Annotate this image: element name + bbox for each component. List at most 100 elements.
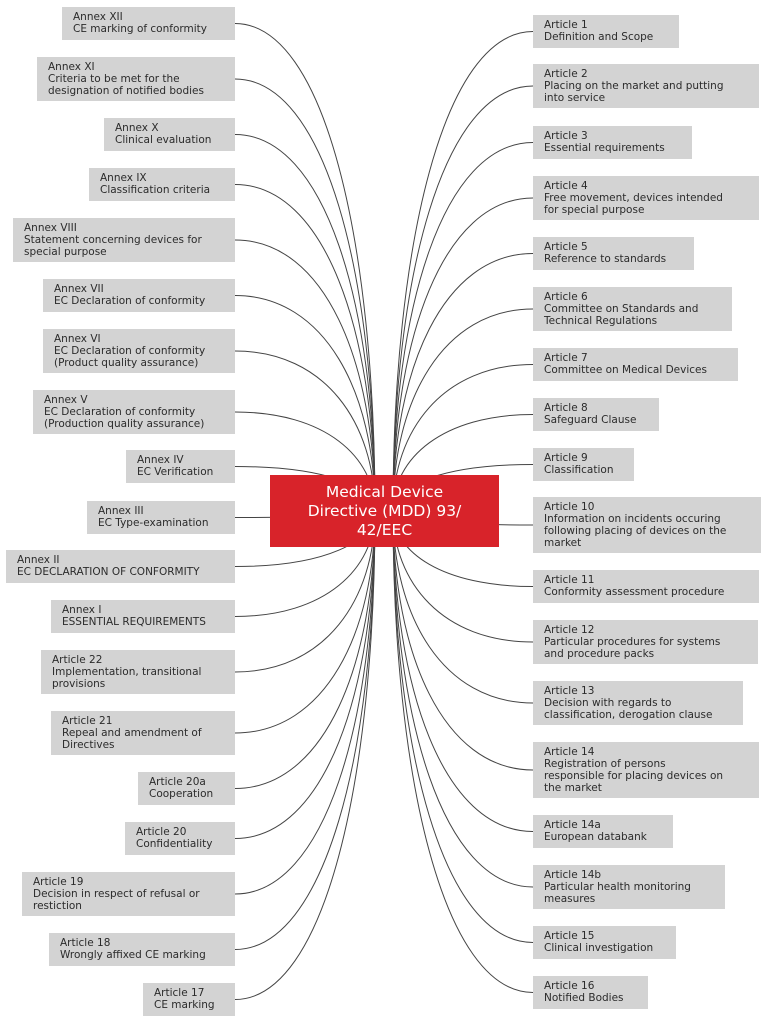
- node-description-line: (Product quality assurance): [54, 357, 199, 369]
- node-title: Article 16: [544, 980, 595, 992]
- node-title: Article 14b: [544, 869, 602, 881]
- node-title: Article 18: [60, 937, 111, 949]
- node-description-line: Notified Bodies: [544, 992, 624, 1004]
- node-description-line: special purpose: [24, 246, 107, 258]
- node-title: Article 20a: [149, 776, 206, 788]
- node-description-line: Registration of persons: [544, 758, 666, 770]
- connector-left-17: [234, 510, 376, 950]
- node-title: Article 11: [544, 574, 595, 586]
- connector-right-15: [392, 510, 534, 888]
- node-title: Article 7: [544, 352, 588, 364]
- node-description-line: provisions: [52, 678, 106, 690]
- connector-left-2: [234, 134, 376, 512]
- connector-left-14: [234, 510, 376, 789]
- node-description-line: (Production quality assurance): [44, 418, 205, 430]
- node-title: Article 4: [544, 180, 588, 192]
- connector-left-18: [234, 510, 376, 1000]
- node-title: Article 15: [544, 930, 595, 942]
- node-title: Article 19: [33, 876, 84, 888]
- node-description-line: EC Declaration of conformity: [54, 345, 206, 357]
- connector-right-2: [392, 142, 534, 512]
- connector-left-3: [234, 184, 376, 512]
- node-description-line: EC Declaration of conformity: [44, 406, 196, 418]
- connector-left-1: [234, 78, 376, 512]
- node-description-line: Statement concerning devices for: [24, 234, 202, 246]
- connector-right-3: [392, 197, 534, 512]
- node-title: Article 21: [62, 715, 113, 727]
- node-description-line: CE marking: [154, 999, 215, 1011]
- node-description-line: EC Declaration of conformity: [54, 295, 206, 307]
- central-topic-line: 42/EEC: [356, 520, 413, 539]
- node-title: Annex XII: [73, 11, 123, 23]
- node-description-line: for special purpose: [544, 204, 645, 216]
- node-title: Article 20: [136, 826, 187, 838]
- node-description-line: Classification: [544, 464, 614, 476]
- node-description-line: Committee on Medical Devices: [544, 364, 707, 376]
- connector-right-4: [392, 253, 534, 512]
- node-description-line: Repeal and amendment of: [62, 727, 202, 739]
- node-description-line: Reference to standards: [544, 253, 667, 265]
- node-description-line: EC Type-examination: [98, 517, 209, 529]
- node-title: Annex III: [98, 505, 144, 517]
- node-title: Article 12: [544, 624, 595, 636]
- node-description-line: Particular procedures for systems: [544, 636, 721, 648]
- connector-right-1: [392, 85, 534, 512]
- connector-right-12: [392, 510, 534, 704]
- node-description-line: market: [544, 537, 582, 549]
- connector-left-15: [234, 510, 376, 839]
- node-description-line: designation of notified bodies: [48, 85, 204, 97]
- node-description-line: Free movement, devices intended: [544, 192, 723, 204]
- node-description-line: EC Verification: [137, 466, 214, 478]
- node-description-line: Placing on the market and putting: [544, 80, 724, 92]
- node-title: Annex IX: [100, 172, 147, 184]
- node-description-line: measures: [544, 893, 596, 905]
- central-topic-line: Medical Device: [325, 482, 444, 501]
- connector-left-5: [234, 295, 376, 512]
- node-description-line: Directives: [62, 739, 115, 751]
- node-description-line: Classification criteria: [100, 184, 211, 196]
- node-title: Annex XI: [48, 61, 95, 73]
- node-description-line: Essential requirements: [544, 142, 665, 154]
- node-description-line: Criteria to be met for the: [48, 73, 180, 85]
- connector-right-16: [392, 510, 534, 943]
- node-title: Article 1: [544, 19, 588, 31]
- node-description-line: Committee on Standards and: [544, 303, 699, 315]
- connector-right-14: [392, 510, 534, 832]
- node-title: Annex II: [17, 554, 60, 566]
- node-description-line: the market: [544, 782, 602, 794]
- node-description-line: Decision with regards to: [544, 697, 672, 709]
- node-description-line: EC DECLARATION OF CONFORMITY: [17, 566, 200, 578]
- node-description-line: restiction: [33, 900, 82, 912]
- node-title: Annex VII: [54, 283, 104, 295]
- node-description-line: classification, derogation clause: [544, 709, 713, 721]
- connector-left-4: [234, 239, 376, 512]
- node-title: Article 14: [544, 746, 595, 758]
- node-title: Article 3: [544, 130, 588, 142]
- node-description-line: Safeguard Clause: [544, 414, 637, 426]
- node-description-line: CE marking of conformity: [73, 23, 207, 35]
